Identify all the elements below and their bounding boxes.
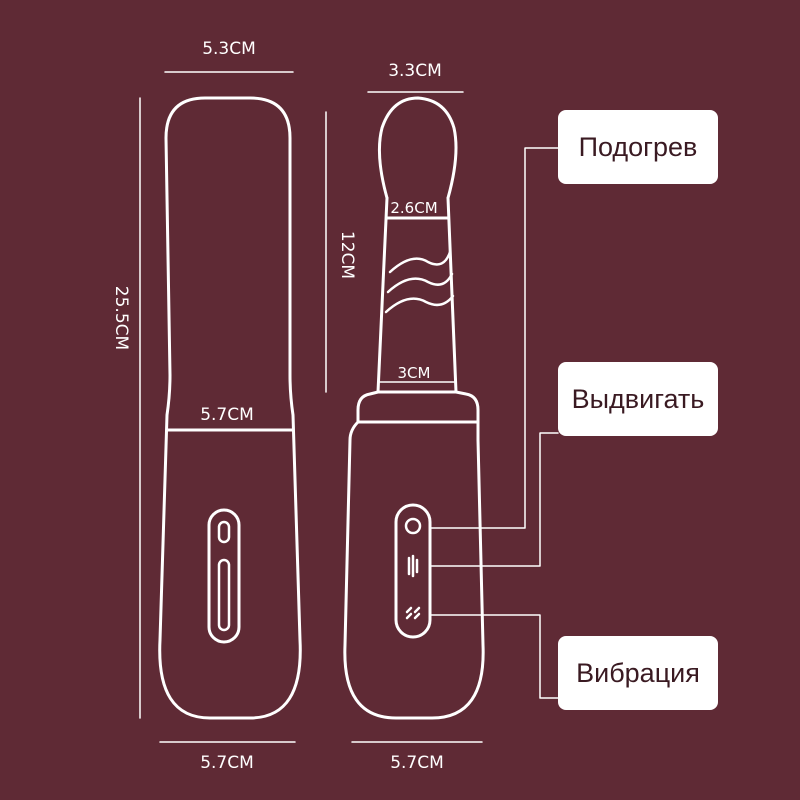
callout-vibration-label: Вибрация	[576, 657, 700, 688]
thrust-leader-line	[429, 432, 559, 567]
device-body-outline	[343, 420, 485, 720]
case-outline	[158, 96, 302, 720]
device-tip-width-label: 3.3CM	[388, 61, 442, 81]
power-icon	[404, 517, 422, 535]
callout-leaders	[429, 147, 559, 699]
callout-heating: Подогрев	[558, 110, 718, 184]
callout-vibration: Вибрация	[558, 636, 718, 710]
device-bottom-width-label: 5.7CM	[390, 753, 444, 773]
vibration-leader-line	[429, 614, 559, 699]
vibration-icon	[405, 606, 421, 620]
device-shaft-outline	[376, 196, 458, 394]
callout-thrust: Выдвигать	[558, 362, 718, 436]
device	[343, 96, 485, 720]
callout-heating-label: Подогрев	[578, 131, 698, 162]
device-dimension-lines	[325, 91, 483, 743]
callout-thrust-label: Выдвигать	[571, 383, 705, 414]
device-wave-3	[384, 294, 455, 314]
device-control-panel	[394, 503, 432, 639]
device-wave-1	[388, 250, 452, 274]
case-dimension-lines	[139, 71, 296, 743]
case-mid-width-label: 5.7CM	[200, 405, 254, 425]
device-neck-width-label: 2.6CM	[390, 199, 437, 217]
case-button-top	[207, 508, 241, 644]
case-top-width-label: 5.3CM	[202, 39, 256, 59]
storage-case	[158, 96, 302, 720]
device-collar-outline	[356, 390, 480, 424]
case-bottom-width-label: 5.7CM	[200, 753, 254, 773]
device-shaft-length-label: 12CM	[337, 231, 357, 279]
heating-leader-line	[429, 147, 559, 529]
case-height-label: 25.5CM	[111, 286, 131, 350]
device-wave-2	[386, 272, 454, 294]
case-button-top-slot	[217, 558, 231, 632]
device-base-width-label: 3CM	[398, 364, 431, 382]
wave-icon	[407, 554, 419, 578]
device-head-outline	[377, 96, 458, 200]
case-button-top-dot	[217, 520, 231, 544]
